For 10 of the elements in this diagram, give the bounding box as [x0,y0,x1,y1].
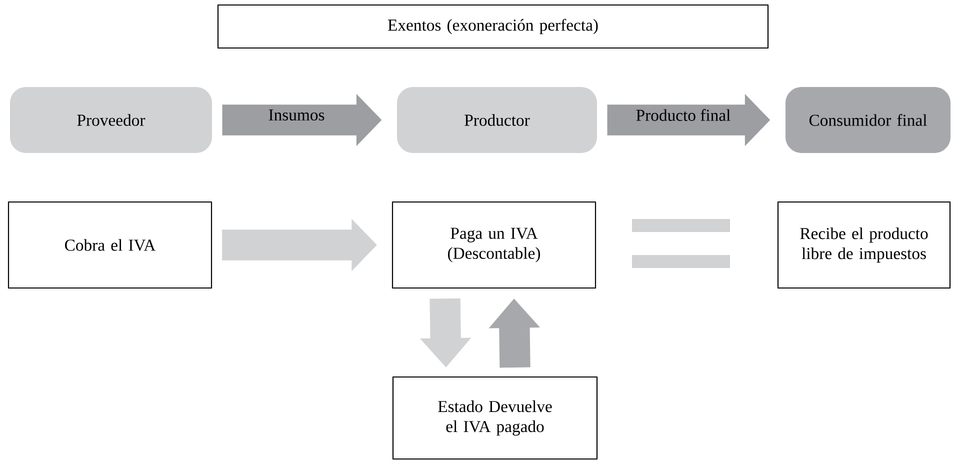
text-box: Paga un IVA (Descontable) [392,201,596,289]
edge-label: Insumos [268,109,324,121]
rounded-box: Proveedor [10,87,212,153]
text-box: Estado Devuelve el IVA pagado [392,376,598,460]
rounded-box: Consumidor final [786,87,950,153]
text-box: Recibe el producto libre de impuestos [777,201,951,289]
edge-label: Producto final [636,109,730,121]
rounded-box: Productor [397,87,597,153]
title-box: Exentos (exoneración perfecta) [217,4,769,49]
text-box: Cobra el IVA [8,201,212,289]
